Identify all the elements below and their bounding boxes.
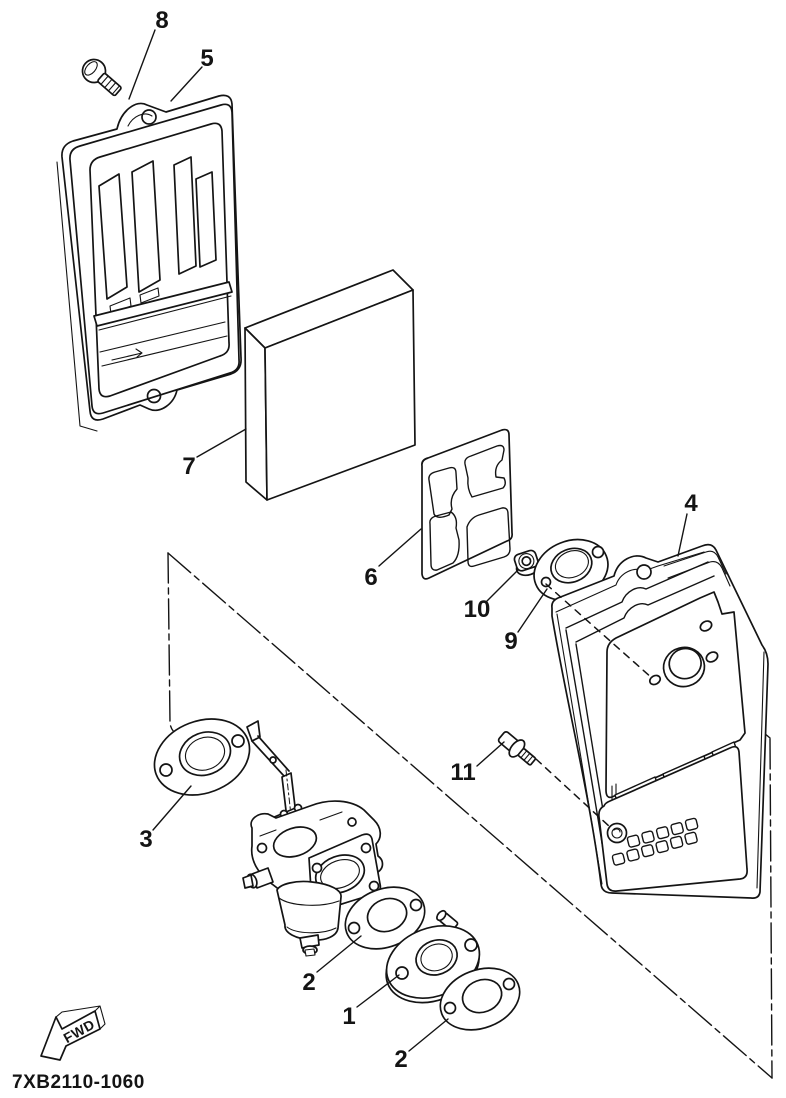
pan-head-screw xyxy=(81,58,122,97)
carburetor-assembly xyxy=(242,720,384,957)
leader-4 xyxy=(677,513,688,557)
air-filter-element xyxy=(244,269,416,501)
callout-7-label: 7 xyxy=(182,453,195,480)
callout-5-label: 5 xyxy=(200,45,213,72)
leader-3 xyxy=(152,785,192,831)
callout-10-label: 10 xyxy=(464,596,491,623)
leader-9 xyxy=(517,588,548,633)
manifold-gasket-upper xyxy=(344,886,426,950)
leader-5 xyxy=(170,66,203,102)
air-cleaner-case xyxy=(56,94,242,432)
callout-6-label: 6 xyxy=(364,564,377,591)
callout-4-label: 4 xyxy=(684,490,698,517)
manifold-gasket-lower xyxy=(439,967,521,1031)
callout-2-lower-label: 2 xyxy=(394,1046,407,1073)
callout-3-label: 3 xyxy=(139,826,152,853)
callout-8-label: 8 xyxy=(155,7,168,34)
callouts: 8 5 7 6 10 9 4 11 3 2 1 2 xyxy=(139,7,698,1073)
assembly-dashed-lines xyxy=(535,583,653,828)
leader-8 xyxy=(128,29,156,100)
callout-2-upper-label: 2 xyxy=(302,969,315,996)
carburetor-gasket xyxy=(153,718,251,796)
leader-2-upper xyxy=(316,935,362,973)
callout-9-label: 9 xyxy=(504,628,517,655)
diagram-code: 7XB2110-1060 xyxy=(12,1072,145,1093)
leader-6 xyxy=(378,528,422,567)
flange-bolt xyxy=(497,731,537,766)
fwd-arrow: FWD xyxy=(40,1005,106,1061)
callout-1-label: 1 xyxy=(342,1003,355,1030)
leader-7 xyxy=(196,428,247,458)
leader-10 xyxy=(486,569,519,602)
leader-1 xyxy=(356,974,400,1008)
callout-11-label: 11 xyxy=(450,759,475,786)
air-cleaner-cover xyxy=(551,543,769,899)
leader-lines xyxy=(128,29,688,1052)
leader-11 xyxy=(476,741,505,767)
vent-grid xyxy=(611,817,699,866)
leader-2-lower xyxy=(408,1018,449,1052)
element-plate-gasket xyxy=(421,428,513,580)
